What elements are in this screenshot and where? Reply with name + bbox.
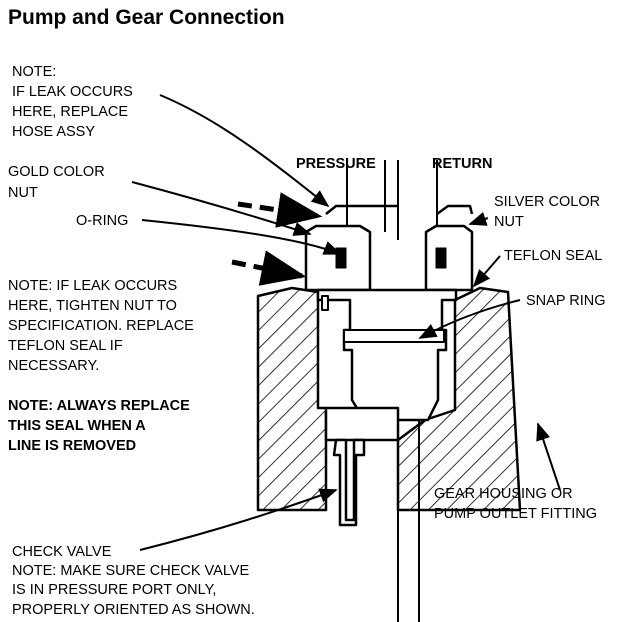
silver-nut-label: SILVER COLOR NUT — [494, 194, 604, 230]
snap-ring — [343, 329, 445, 343]
silver-nut-body — [424, 224, 474, 292]
silver-nut-flare — [436, 204, 474, 216]
lower-fitting — [324, 406, 400, 442]
pressure-label: PRESSURE — [296, 156, 376, 172]
hose-flare — [325, 204, 398, 215]
o-ring-right — [435, 247, 447, 269]
leader-lines — [131, 94, 561, 551]
teflon-seal-label: TEFLON SEAL — [504, 248, 602, 264]
o-ring-left — [335, 247, 347, 269]
o-ring-label: O-RING — [76, 213, 128, 229]
return-label: RETURN — [432, 156, 492, 172]
note-seal-label: NOTE: ALWAYS REPLACE THIS SEAL WHEN A LI… — [8, 398, 194, 454]
teflon-seal — [321, 295, 329, 311]
fitting-body — [316, 288, 458, 422]
assembly-drawing — [231, 160, 522, 622]
gold-nut-label: GOLD COLOR NUT — [8, 164, 109, 201]
check-valve — [332, 438, 366, 527]
leak-arrow-upper — [237, 192, 323, 228]
note-hose-label: NOTE: IF LEAK OCCURS HERE, REPLACE HOSE … — [12, 64, 137, 140]
gear-housing-label: GEAR HOUSING OR PUMP OUTLET FITTING — [434, 486, 597, 522]
leak-arrow-lower — [231, 250, 307, 286]
check-valve-label: CHECK VALVE NOTE: MAKE SURE CHECK VALVE … — [12, 544, 255, 618]
note-nut-label: NOTE: IF LEAK OCCURS HERE, TIGHTEN NUT T… — [8, 278, 198, 374]
snap-ring-label: SNAP RING — [526, 293, 606, 309]
gear-housing-left — [256, 286, 328, 512]
diagram-title: Pump and Gear Connection — [8, 6, 285, 29]
